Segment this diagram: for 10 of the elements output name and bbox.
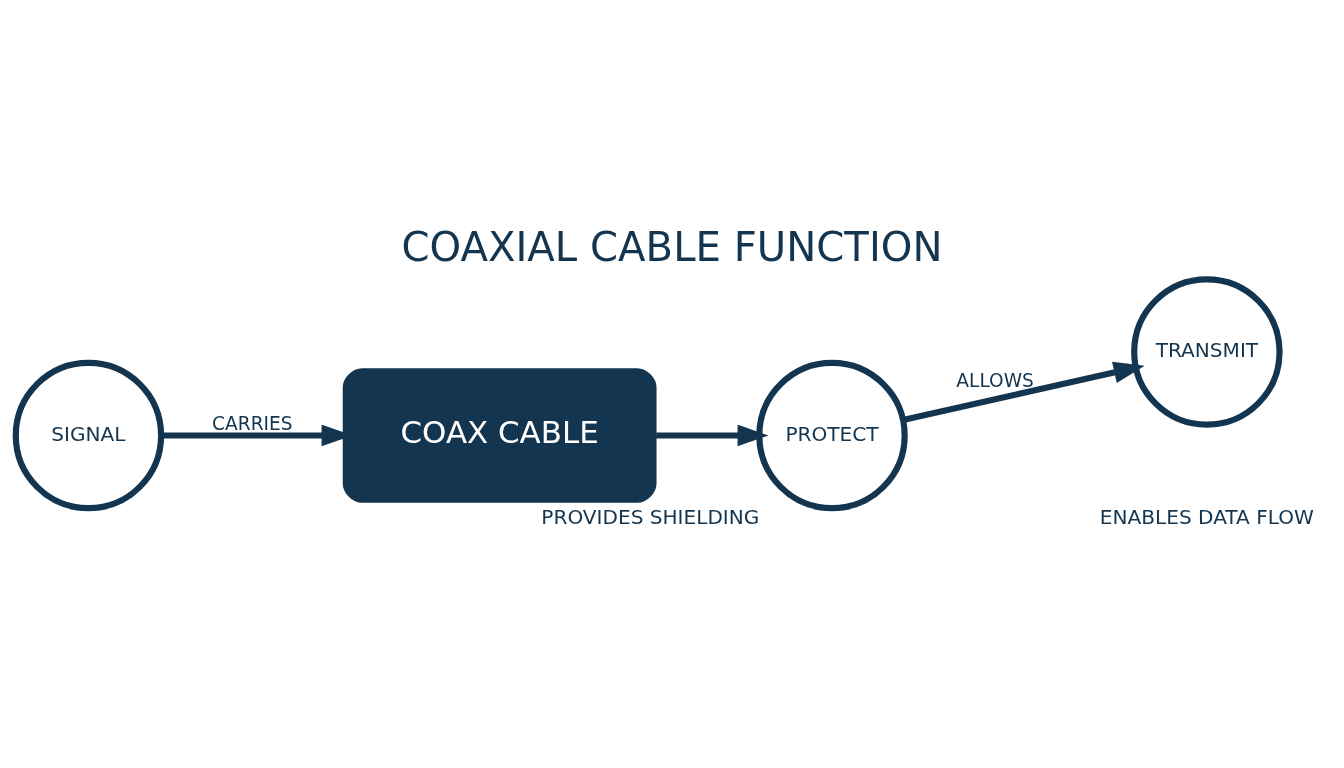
arrow [902, 361, 1145, 423]
arrow [656, 424, 769, 446]
edge-label: ALLOWS [956, 369, 1034, 391]
node-circle: TRANSMIT [1131, 275, 1283, 428]
node-box: COAX CABLE [342, 367, 657, 503]
diagram-title: COAXIAL CABLE FUNCTION [401, 223, 943, 270]
node-circle: SIGNAL [12, 359, 165, 511]
label: ENABLES DATA FLOW [1099, 504, 1314, 529]
node-circle: PROTECT [756, 359, 908, 511]
edge-label: CARRIES [212, 412, 293, 434]
